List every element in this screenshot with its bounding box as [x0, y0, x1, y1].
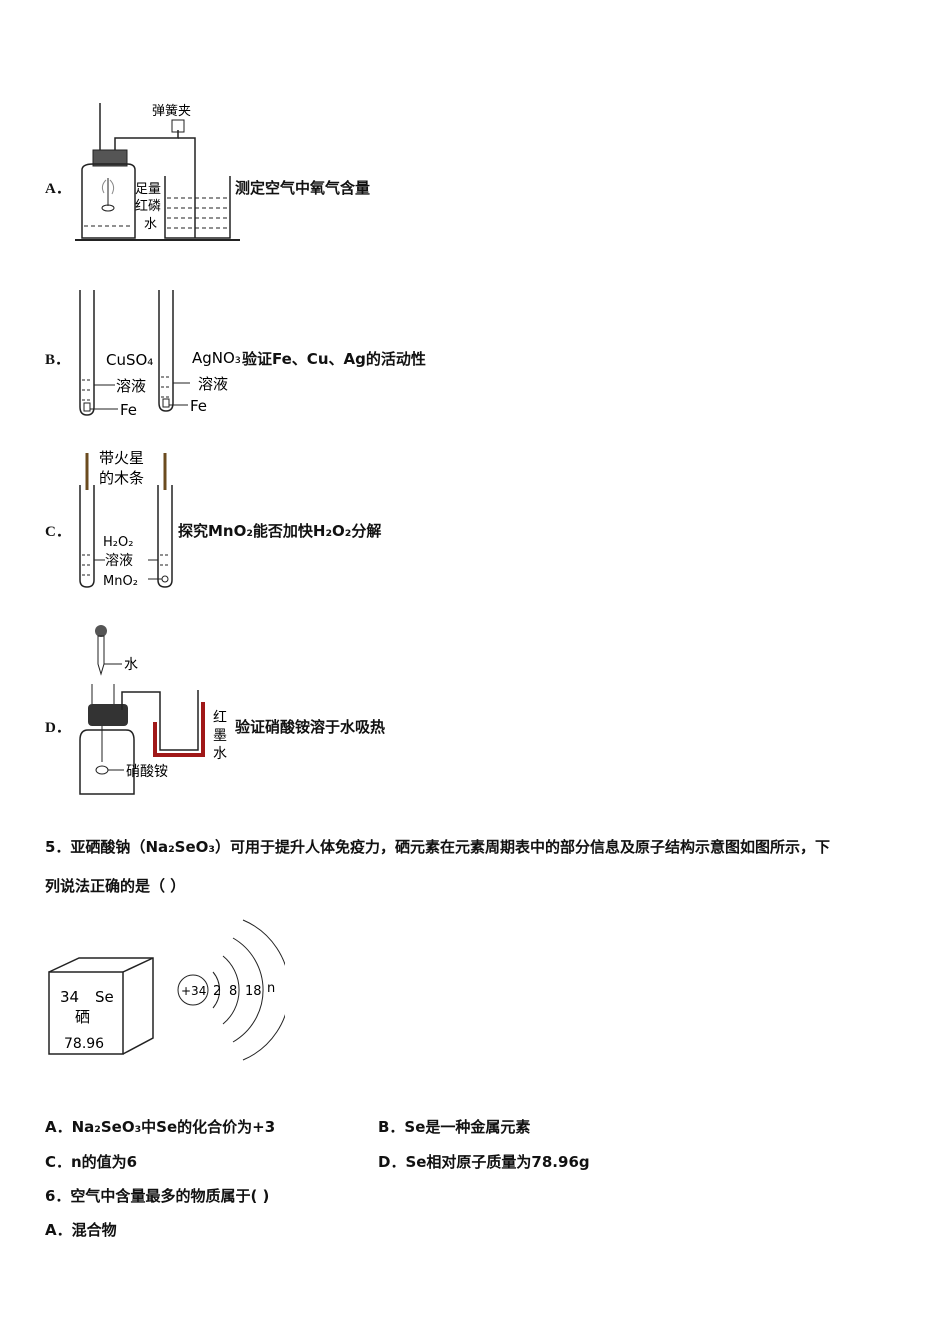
label-red-phosphorus: 红磷	[135, 198, 161, 214]
shell1-electrons: 2	[213, 984, 221, 999]
q5-stem-line2: 列说法正确的是（ ）	[45, 877, 186, 895]
label-clamp: 弹簧夹	[152, 103, 191, 119]
option-a-caption: 测定空气中氧气含量	[235, 179, 371, 197]
shell2-electrons: 8	[229, 984, 237, 999]
label-cuso4: CuSO₄	[106, 351, 153, 369]
label-ink: 墨	[213, 728, 227, 744]
q6-choice-a: A．混合物	[45, 1221, 117, 1239]
label-splint: 的木条	[99, 469, 144, 487]
option-b-caption: 验证Fe、Cu、Ag的活动性	[242, 350, 426, 368]
option-c-letter: C．	[45, 524, 71, 540]
selenium-figure: 34 Se 硒 78.96 +34 2 8 18 n	[48, 919, 285, 1061]
label-mno2: MnO₂	[103, 574, 138, 589]
label-glowing: 带火星	[99, 449, 144, 467]
element-number: 34	[60, 988, 79, 1006]
element-symbol: Se	[95, 988, 114, 1006]
q5-choice-b: B．Se是一种金属元素	[378, 1118, 531, 1136]
dissolution-apparatus: 红 墨 水 水 硝酸铵	[79, 625, 227, 795]
shell3-electrons: 18	[245, 984, 262, 999]
oxygen-content-apparatus: 弹簧夹 足量 红磷 水	[75, 103, 240, 241]
q6-stem: 6．空气中含量最多的物质属于( )	[45, 1187, 270, 1205]
label-water-ink: 水	[213, 746, 227, 762]
element-mass: 78.96	[64, 1036, 104, 1052]
label-water-drop: 水	[124, 657, 138, 673]
label-h2o2: H₂O₂	[103, 535, 133, 550]
element-name: 硒	[75, 1008, 90, 1026]
q5-choice-a: A．Na₂SeO₃中Se的化合价为+3	[45, 1118, 276, 1136]
option-a-letter: A．	[45, 181, 71, 197]
label-ammonium-nitrate: 硝酸铵	[126, 764, 168, 780]
label-right-solution: 溶液	[198, 375, 228, 393]
label-left-fe: Fe	[120, 401, 137, 419]
label-water: 水	[144, 217, 157, 232]
q5-choice-c: C．n的值为6	[45, 1153, 138, 1171]
label-left-solution: 溶液	[116, 377, 146, 395]
shell4-electrons: n	[267, 981, 275, 996]
q5-choice-d: D．Se相对原子质量为78.96g	[378, 1153, 590, 1171]
label-sufficient: 足量	[135, 182, 161, 197]
option-d-caption: 验证硝酸铵溶于水吸热	[235, 718, 386, 736]
q5-stem-line1: 5．亚硒酸钠（Na₂SeO₃）可用于提升人体免疫力，硒元素在元素周期表中的部分信…	[45, 838, 830, 856]
label-solution: 溶液	[105, 553, 133, 569]
label-right-fe: Fe	[190, 397, 207, 415]
label-agno3: AgNO₃	[192, 349, 240, 367]
nucleus-charge: +34	[181, 984, 206, 998]
metal-activity-apparatus: CuSO₄ 溶液 Fe AgNO₃ 溶液 Fe	[79, 290, 240, 419]
option-b-letter: B．	[45, 352, 71, 368]
catalyst-apparatus: 带火星 的木条 H₂O₂ 溶液 MnO₂	[79, 449, 173, 589]
label-red: 红	[213, 710, 227, 726]
option-d-letter: D．	[45, 720, 71, 736]
option-c-caption: 探究MnO₂能否加快H₂O₂分解	[178, 522, 382, 540]
